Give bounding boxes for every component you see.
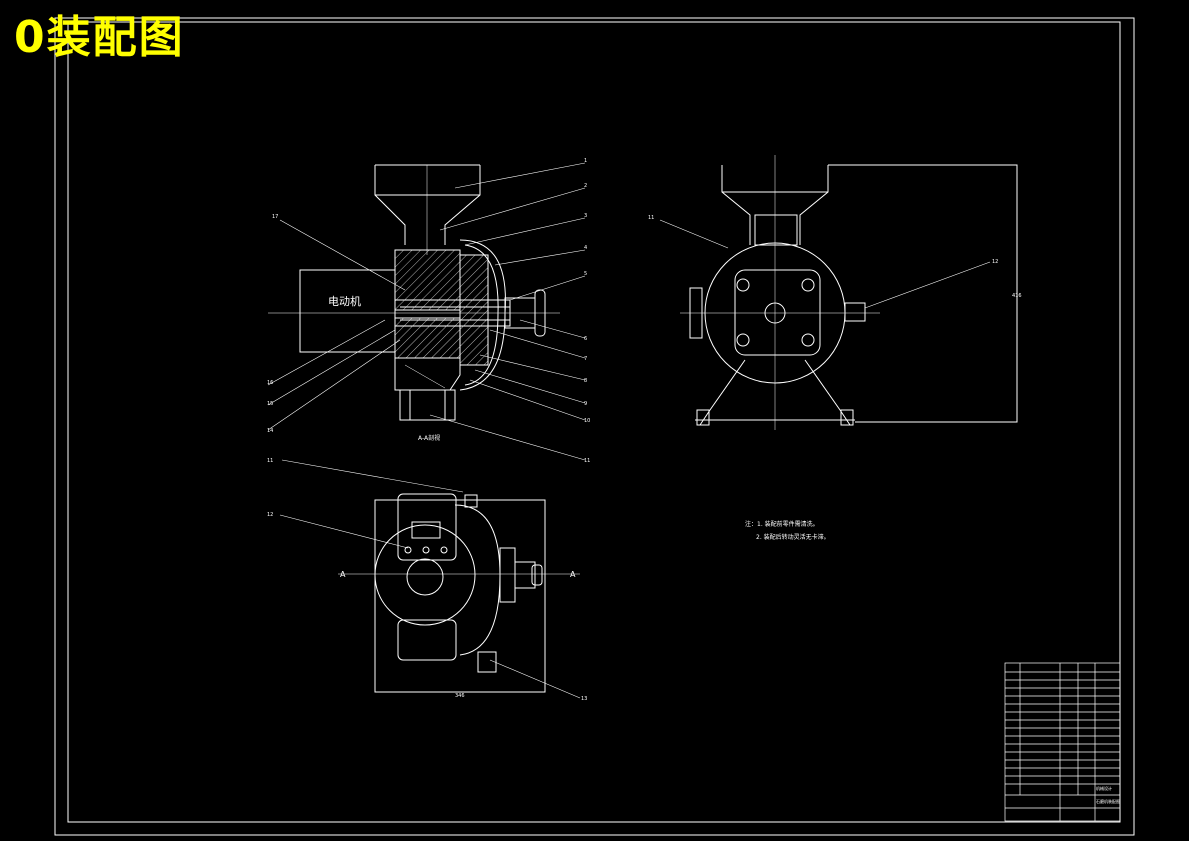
part-number: 3 [584, 213, 587, 219]
part-number: 11 [267, 458, 273, 464]
part-number: 10 [584, 418, 590, 424]
part-number: 11 [648, 215, 654, 221]
part-number: 13 [581, 696, 587, 702]
drawing-text: 电动机 A-A剖视 A A 注：1. 装配前零件需清洗。 2. 装配后转动灵活无… [267, 158, 1120, 804]
title-block-name: 石磨机装配图 [1096, 798, 1120, 804]
outer-border [54, 17, 1135, 836]
title-block-company: 机械设计 [1096, 785, 1112, 791]
part-number: 4 [584, 245, 587, 251]
side-view [659, 155, 1018, 430]
section-mark-right: A [570, 570, 576, 579]
part-number: 15 [267, 401, 273, 407]
top-view [279, 459, 581, 699]
motor-label: 电动机 [328, 294, 361, 308]
section-mark-left: A [340, 570, 346, 579]
part-number: 5 [584, 271, 587, 277]
note-line-1: 注：1. 装配前零件需清洗。 [745, 520, 819, 528]
note-line-2: 2. 装配后转动灵活无卡滞。 [756, 533, 830, 541]
part-number: 6 [584, 336, 587, 342]
part-number: 11 [584, 458, 590, 464]
title-block [1004, 662, 1121, 822]
part-number: 7 [584, 356, 587, 362]
part-number: 12 [267, 512, 273, 518]
part-number: 8 [584, 378, 587, 384]
part-number: 14 [267, 428, 273, 434]
inner-border [67, 21, 1121, 823]
part-number: 9 [584, 401, 587, 407]
page-title: 0装配图 [14, 12, 185, 63]
front-section-view [267, 162, 586, 461]
part-number: 16 [267, 380, 273, 386]
dimension-side-height: 416 [1012, 293, 1022, 299]
part-number: 12 [992, 259, 998, 265]
dimension-top-width: 346 [455, 693, 465, 699]
part-number: 2 [584, 183, 587, 189]
part-number: 1 [584, 158, 587, 164]
section-caption: A-A剖视 [418, 434, 440, 442]
part-number: 17 [272, 214, 278, 220]
